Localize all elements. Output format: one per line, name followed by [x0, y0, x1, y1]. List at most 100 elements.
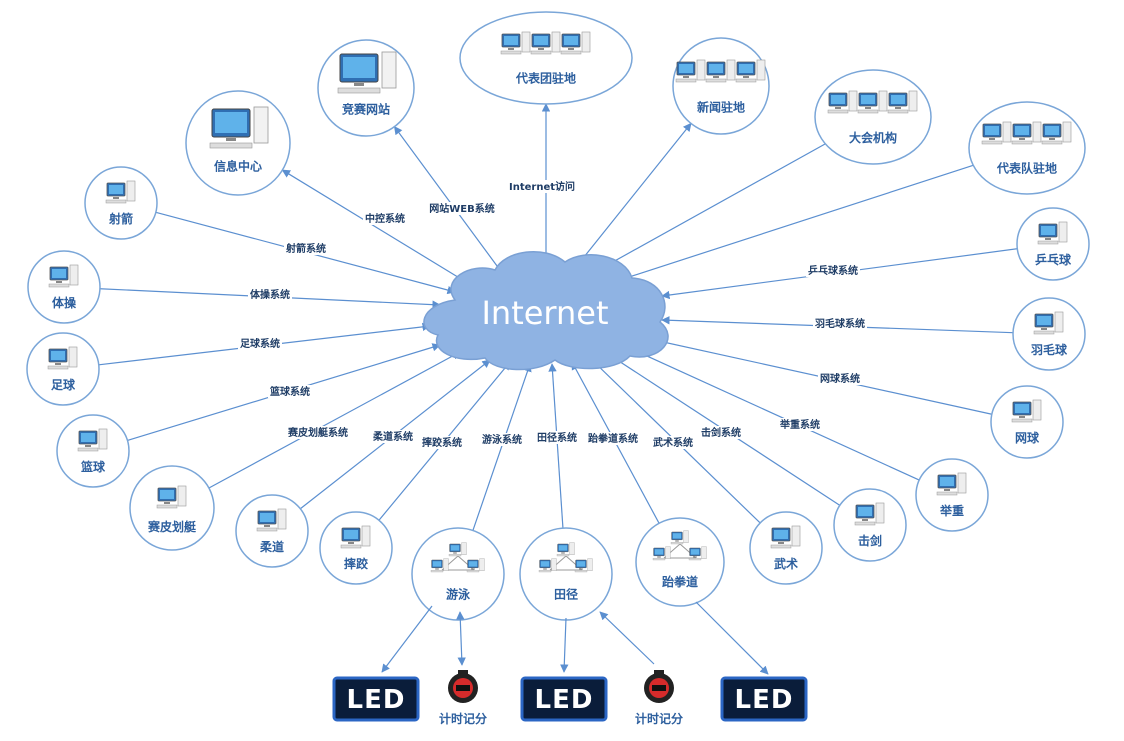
edge-label-info: 中控系统: [365, 212, 405, 225]
node-delegation_hq: 代表团驻地: [459, 11, 633, 105]
node-tennis: 网球: [990, 385, 1064, 459]
led-panel-label: LED: [347, 685, 406, 715]
track-to-led-arrow: [560, 617, 569, 673]
node-weight: 举重: [915, 458, 989, 532]
edge-label-site: 网站WEB系统: [429, 202, 494, 215]
taekwondo-to-led-arrow: [695, 601, 769, 675]
edge-label-bg: [490, 180, 594, 193]
node-label: 武术: [774, 556, 798, 571]
edge-label-bg: [363, 212, 407, 225]
led-panel: LED: [720, 676, 808, 722]
edge-label-bg: [420, 436, 464, 449]
node-label: 乒乓球: [1035, 252, 1072, 267]
edge-track: [548, 363, 564, 529]
edge-label-track: 田径系统: [537, 431, 577, 444]
edge-label-pingpong: 乒乓球系统: [808, 264, 858, 277]
edge-label-delegation_hq: Internet访问: [509, 180, 575, 193]
edge-label-wrestle: 摔跤系统: [422, 436, 462, 449]
edge-label-bg: [699, 426, 743, 439]
network-icon: [430, 542, 485, 573]
edge-label-swim: 游泳系统: [482, 433, 522, 446]
node-info: 信息中心: [185, 90, 291, 196]
timer-label: 计时记分: [439, 711, 487, 726]
edge-org: [601, 139, 834, 269]
node-label: 田径: [554, 587, 578, 602]
edge-label-football: 足球系统: [240, 337, 280, 350]
node-circle: [459, 11, 633, 105]
node-wushu: 武术: [749, 511, 823, 585]
edge-label-bg: [238, 337, 282, 350]
edge-label-wushu: 武术系统: [653, 436, 693, 449]
swim-to-led-arrow: [381, 605, 433, 673]
edge-label-taekwondo: 跆拳道系统: [588, 432, 638, 445]
node-football: 足球: [26, 332, 100, 406]
node-pingpong: 乒乓球: [1016, 207, 1090, 281]
edge-label-bg: [586, 432, 640, 445]
node-taekwondo: 跆拳道: [635, 517, 725, 607]
edge-label-bg: [286, 426, 350, 439]
edge-label-bg: [806, 264, 860, 277]
node-label: 体操: [52, 295, 77, 310]
edge-label-basket: 篮球系统: [269, 385, 310, 398]
node-swim: 游泳: [411, 527, 505, 621]
led-panel: LED: [332, 676, 420, 722]
internet-cloud: Internet: [423, 250, 669, 371]
edge-label-weight: 举重系统: [779, 418, 820, 431]
network-icon: [538, 542, 593, 573]
edge-label-bg: [248, 288, 292, 301]
node-circle: [635, 517, 725, 607]
edge-news: [579, 122, 692, 263]
edge-label-bg: [371, 430, 415, 443]
led-panel: LED: [520, 676, 608, 722]
node-circle: [814, 69, 932, 165]
led-panel-label: LED: [735, 685, 794, 715]
node-label: 射箭: [108, 211, 133, 226]
internet-label: Internet: [481, 294, 608, 332]
stopwatch-icon: [644, 670, 674, 703]
edge-weight: [624, 345, 920, 481]
node-badminton: 羽毛球: [1012, 297, 1086, 371]
node-label: 代表团驻地: [515, 71, 576, 86]
edge-swim: [472, 363, 532, 531]
timer-to-track-arrow: [599, 611, 655, 665]
edge-label-bg: [284, 242, 328, 255]
node-label: 足球: [51, 377, 76, 392]
edge-label-bg: [535, 431, 579, 444]
node-label: 代表队驻地: [996, 161, 1057, 176]
edge-label-gym: 体操系统: [250, 288, 290, 301]
node-label: 跆拳道: [662, 574, 698, 589]
edge-info: [281, 169, 467, 283]
node-archery: 射箭: [84, 166, 158, 240]
stopwatch-icon: [448, 670, 478, 703]
led-panel-label: LED: [535, 685, 594, 715]
node-label: 大会机构: [849, 130, 897, 145]
edge-label-archery: 射箭系统: [285, 242, 326, 255]
node-circle: [519, 527, 613, 621]
edge-team_hq: [619, 160, 984, 281]
node-label: 赛皮划艇: [147, 519, 197, 534]
node-team_hq: 代表队驻地: [968, 101, 1086, 195]
timer-label: 计时记分: [635, 711, 683, 726]
edge-label-tennis: 网球系统: [820, 372, 860, 385]
edge-site: [393, 125, 501, 271]
node-circle: [411, 527, 505, 621]
node-label: 柔道: [259, 539, 284, 554]
node-label: 新闻驻地: [697, 100, 745, 115]
node-news: 新闻驻地: [672, 37, 770, 135]
node-org: 大会机构: [814, 69, 932, 165]
node-label: 举重: [939, 503, 964, 518]
edge-label-canoe: 赛皮划艇系统: [287, 426, 348, 439]
node-label: 网球: [1015, 430, 1040, 445]
node-label: 羽毛球: [1031, 342, 1068, 357]
node-basket: 篮球: [56, 414, 130, 488]
edge-label-bg: [651, 436, 695, 449]
edge-label-bg: [480, 433, 524, 446]
edge-canoe: [208, 351, 461, 489]
edge-label-bg: [818, 372, 862, 385]
node-judo: 柔道: [235, 494, 309, 568]
node-label: 击剑: [858, 533, 882, 548]
edge-label-badminton: 羽毛球系统: [815, 317, 865, 330]
edge-label-fencing: 击剑系统: [701, 426, 741, 439]
node-canoe: 赛皮划艇: [129, 465, 215, 551]
